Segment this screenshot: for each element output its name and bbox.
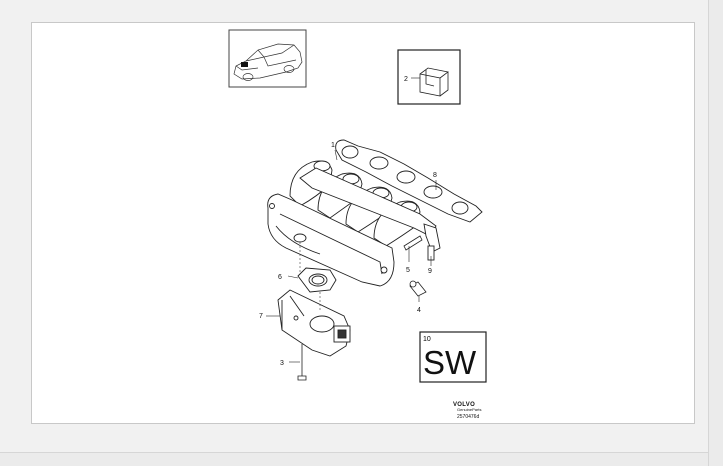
manifold-gasket: [335, 139, 483, 223]
callout-10: 10: [423, 336, 431, 343]
brand-footer: VOLVO GenuineParts 2570476d: [453, 402, 481, 420]
throttle-housing: [277, 289, 351, 357]
callout-5: 5: [406, 267, 410, 274]
throttle-gasket: [297, 267, 337, 293]
scrollbar-horizontal[interactable]: [0, 452, 708, 466]
callout-6: 6: [278, 274, 282, 281]
stud-bolt: [403, 235, 423, 251]
intake-manifold: [267, 160, 441, 287]
screw-3: [297, 344, 307, 381]
callout-9: 9: [428, 268, 432, 275]
callout-8: 8: [433, 172, 437, 179]
parts-diagram: 1 2 3 4 5 6 7 8 9 10 SW VOLVO GenuinePar…: [228, 29, 487, 420]
callout-3: 3: [280, 360, 284, 367]
leader-lines: [266, 149, 437, 363]
genuine-parts-text: GenuineParts: [457, 407, 481, 412]
scrollbar-vertical[interactable]: [708, 0, 723, 466]
callout-7: 7: [259, 313, 263, 320]
diagram-code: 2570476d: [457, 414, 479, 420]
callout-1: 1: [331, 142, 335, 149]
alignment-lines: [299, 242, 321, 312]
clip-detail-box: [397, 49, 461, 105]
sw-box: 10 SW: [419, 331, 487, 383]
car-location-thumbnail: [228, 29, 307, 88]
highlight-marker: [241, 62, 248, 67]
callout-2: 2: [404, 76, 408, 83]
screw-4: [409, 280, 427, 297]
sw-label: SW: [423, 344, 477, 381]
volvo-logo-text: VOLVO: [453, 402, 475, 408]
callout-4: 4: [417, 307, 421, 314]
